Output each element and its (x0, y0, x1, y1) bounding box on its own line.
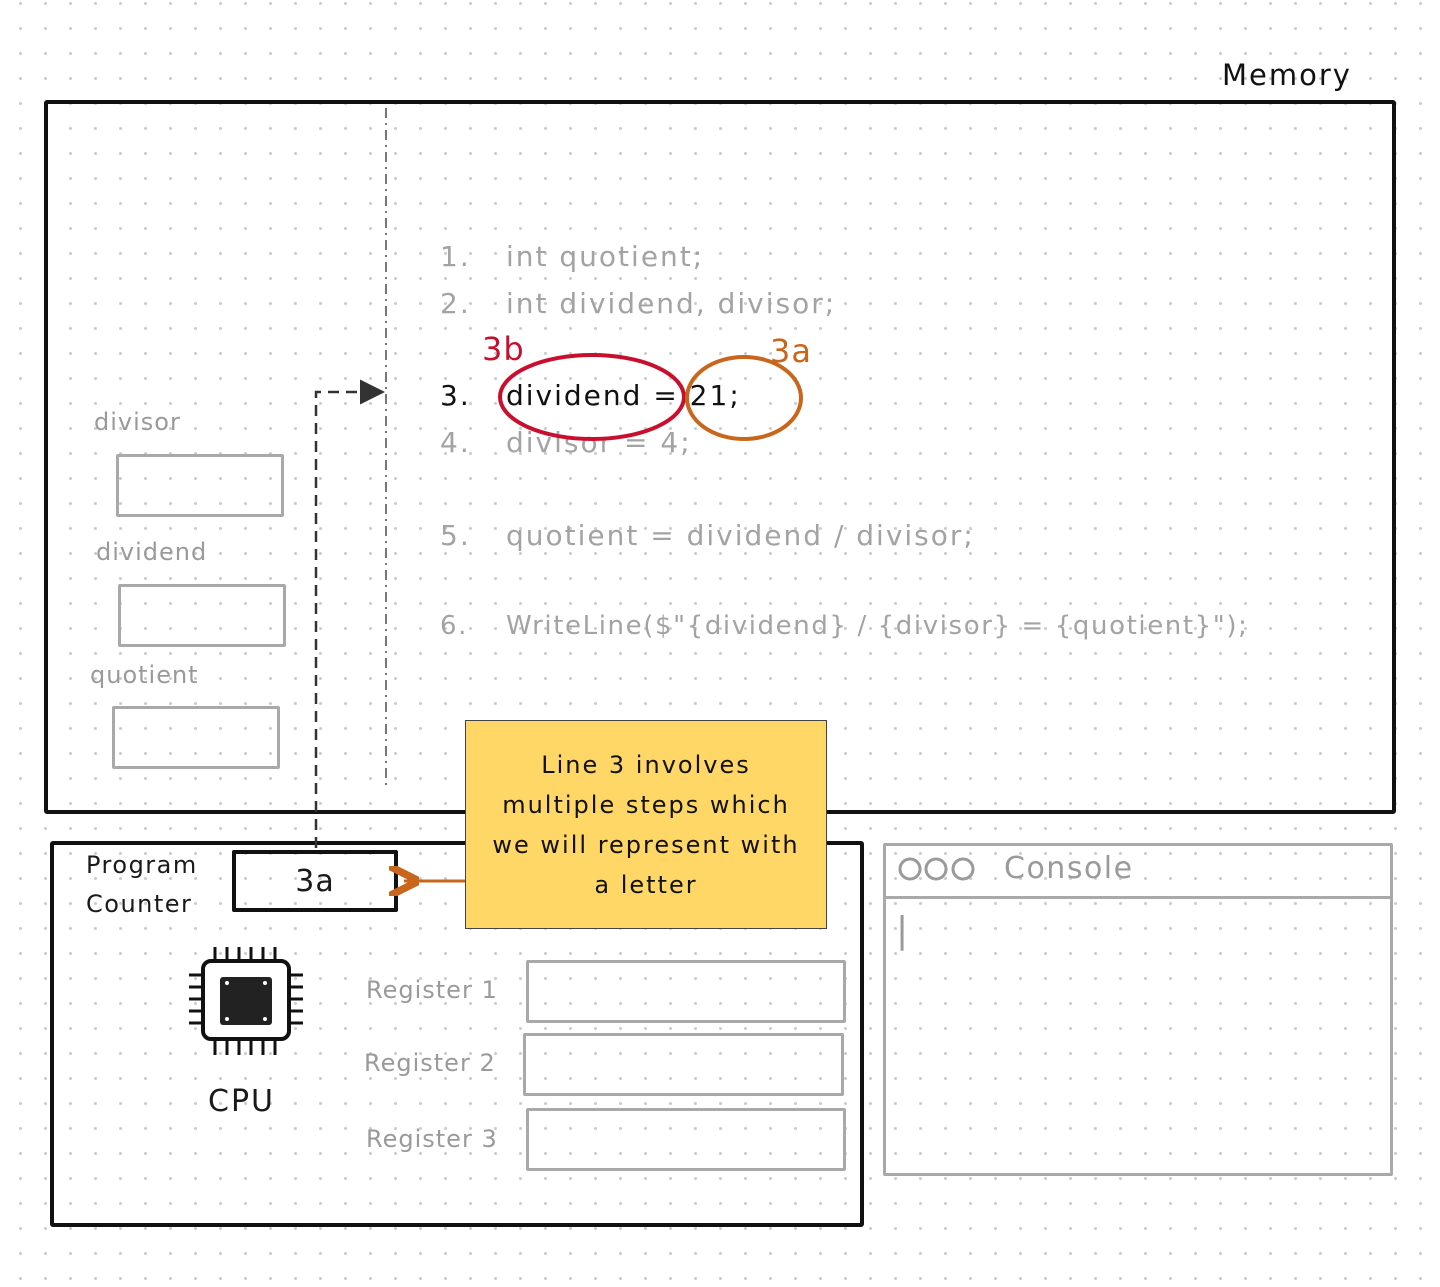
variable-label-quotient: quotient (90, 661, 199, 689)
cpu-panel (50, 841, 864, 1227)
variable-slot-dividend (118, 584, 286, 647)
code-line-5: 5.quotient = dividend / divisor; (440, 519, 975, 552)
variable-slot-divisor (116, 454, 284, 517)
register-label-1: Register 1 (366, 976, 498, 1004)
variable-slot-quotient (112, 706, 280, 769)
cpu-chip-icon (189, 947, 303, 1055)
code-line-1: 1.int quotient; (440, 240, 705, 273)
pc-pointer-arrow (314, 379, 385, 848)
console-window (883, 843, 1393, 1176)
console-titlebar-divider (884, 896, 1390, 899)
variable-label-dividend: dividend (96, 538, 208, 566)
annotation-3b: 3b (482, 330, 525, 368)
memory-title: Memory (1222, 58, 1352, 92)
console-cursor: | (896, 910, 909, 951)
register-slot-2 (523, 1033, 844, 1096)
program-counter-label: Program Counter (86, 851, 198, 918)
register-label-2: Register 2 (364, 1049, 496, 1077)
code-line-6: 6.WriteLine($"{dividend} / {divisor} = {… (440, 611, 1249, 641)
highlight-ellipse-3a (685, 355, 803, 441)
console-title: Console (1004, 851, 1134, 886)
sticky-note: Line 3 involves multiple steps which we … (465, 720, 827, 929)
cpu-label: CPU (208, 1084, 275, 1119)
register-slot-1 (526, 960, 846, 1023)
code-line-3: 3.dividend = 21; (440, 379, 741, 412)
variable-label-divisor: divisor (94, 408, 181, 436)
register-slot-3 (526, 1108, 846, 1171)
code-line-2: 2.int dividend, divisor; (440, 287, 837, 320)
highlight-ellipse-3b (498, 353, 686, 441)
console-window-controls-icon (898, 857, 975, 881)
register-label-3: Register 3 (366, 1125, 498, 1153)
